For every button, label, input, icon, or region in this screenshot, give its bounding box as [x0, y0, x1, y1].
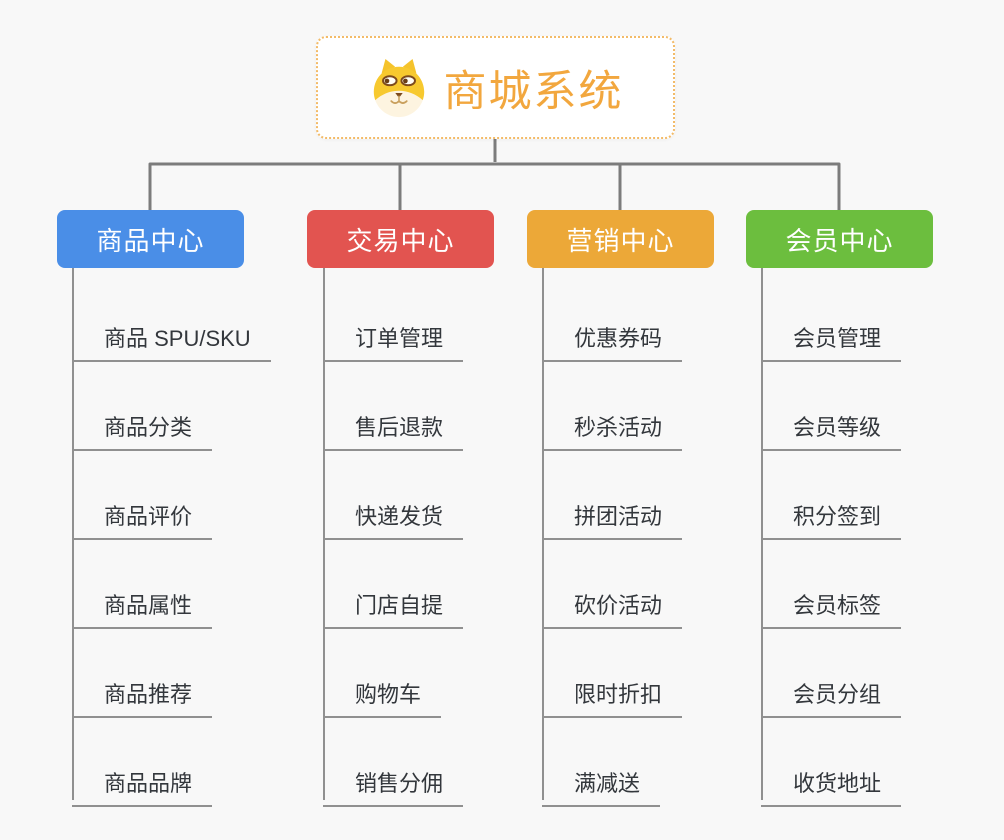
child-topic-label: 订单管理 — [355, 326, 444, 351]
child-topic[interactable]: 商品分类 — [72, 398, 213, 451]
child-topic[interactable]: 秒杀活动 — [542, 398, 683, 451]
branch-node-trade[interactable]: 交易中心 — [307, 210, 494, 268]
trunk-line-trade — [323, 268, 325, 800]
branch-label: 商品中心 — [96, 225, 205, 256]
child-topic-label: 商品 SPU/SKU — [104, 326, 251, 351]
child-topic[interactable]: 满减送 — [542, 754, 661, 807]
child-topic[interactable]: 门店自提 — [323, 576, 464, 629]
child-topic-label: 商品品牌 — [104, 771, 193, 796]
child-topic-label: 满减送 — [574, 771, 641, 796]
root-node[interactable]: 商城系统 — [316, 36, 675, 139]
child-topic-label: 售后退款 — [355, 415, 444, 440]
child-topic-label: 购物车 — [355, 682, 422, 707]
trunk-line-marketing — [542, 268, 544, 800]
child-topic-label: 商品分类 — [104, 415, 193, 440]
child-topic[interactable]: 快递发货 — [323, 487, 464, 540]
child-topic[interactable]: 会员分组 — [761, 665, 902, 718]
child-topic[interactable]: 售后退款 — [323, 398, 464, 451]
child-topic-label: 砍价活动 — [574, 593, 663, 618]
child-topic-label: 会员标签 — [793, 593, 882, 618]
child-topic[interactable]: 收货地址 — [761, 754, 902, 807]
child-topic[interactable]: 商品推荐 — [72, 665, 213, 718]
child-topic[interactable]: 优惠券码 — [542, 309, 683, 362]
child-topic-label: 限时折扣 — [574, 682, 663, 707]
child-topic-label: 会员分组 — [793, 682, 882, 707]
child-topic-label: 秒杀活动 — [574, 415, 663, 440]
trunk-line-product — [72, 268, 74, 800]
child-topic[interactable]: 商品品牌 — [72, 754, 213, 807]
child-topic-label: 收货地址 — [793, 771, 882, 796]
child-topic-label: 会员管理 — [793, 326, 882, 351]
child-topic-label: 会员等级 — [793, 415, 882, 440]
child-topic[interactable]: 会员管理 — [761, 309, 902, 362]
child-topic[interactable]: 会员标签 — [761, 576, 902, 629]
child-topic[interactable]: 限时折扣 — [542, 665, 683, 718]
child-topic-label: 门店自提 — [355, 593, 444, 618]
branch-label: 交易中心 — [346, 225, 455, 256]
child-topic-label: 商品评价 — [104, 504, 193, 529]
child-topic[interactable]: 砍价活动 — [542, 576, 683, 629]
trunk-line-member — [761, 268, 763, 800]
branch-label: 会员中心 — [785, 225, 894, 256]
branch-label: 营销中心 — [566, 225, 675, 256]
child-topic-label: 积分签到 — [793, 504, 882, 529]
root-title: 商城系统 — [443, 67, 624, 116]
child-topic[interactable]: 商品属性 — [72, 576, 213, 629]
branch-node-member[interactable]: 会员中心 — [746, 210, 933, 268]
child-topic-label: 销售分佣 — [355, 771, 444, 796]
branch-node-product[interactable]: 商品中心 — [57, 210, 244, 268]
child-topic-label: 商品推荐 — [104, 682, 193, 707]
child-topic[interactable]: 订单管理 — [323, 309, 464, 362]
branch-node-marketing[interactable]: 营销中心 — [527, 210, 714, 268]
child-topic[interactable]: 销售分佣 — [323, 754, 464, 807]
child-topic[interactable]: 商品评价 — [72, 487, 213, 540]
shiba-dog-icon — [373, 58, 424, 117]
child-topic-label: 快递发货 — [355, 504, 444, 529]
child-topic[interactable]: 拼团活动 — [542, 487, 683, 540]
child-topic-label: 优惠券码 — [574, 326, 663, 351]
child-topic-label: 商品属性 — [104, 593, 193, 618]
child-topic[interactable]: 会员等级 — [761, 398, 902, 451]
child-topic[interactable]: 商品 SPU/SKU — [72, 309, 271, 362]
child-topic-label: 拼团活动 — [574, 504, 663, 529]
child-topic[interactable]: 购物车 — [323, 665, 442, 718]
child-topic[interactable]: 积分签到 — [761, 487, 902, 540]
